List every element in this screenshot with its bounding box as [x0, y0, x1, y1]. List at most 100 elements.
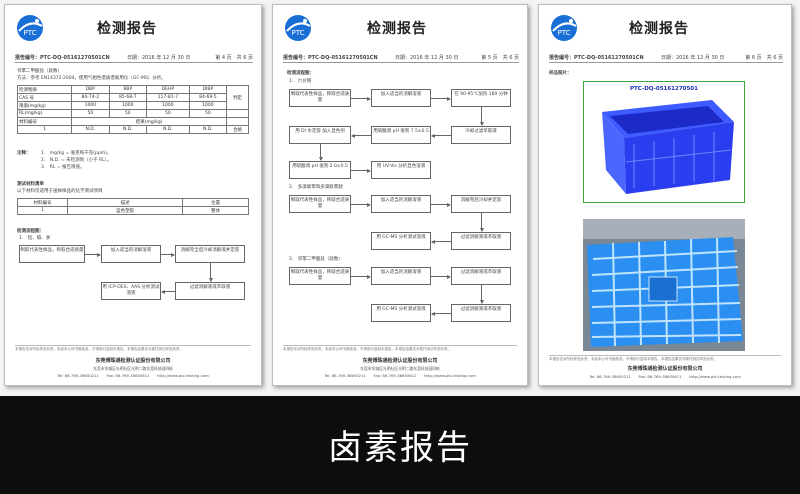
flow-step: 加入适当的消解溶液 — [371, 195, 431, 213]
table-row: 材料编号 描述 位置 — [17, 198, 249, 207]
report-page-2: PTC 检测报告 报告编号：PTC-DQ-05161270501CN 日期：20… — [272, 4, 528, 386]
flow-step: 用 GC-MS 分析测试溶液 — [371, 304, 431, 322]
flow-step: 用 DI 水定容 加入显色剂 — [289, 126, 351, 144]
material-desc: 以下材料仅适用于送样样品的化学测试项目 — [17, 189, 103, 194]
flow-item: 1. 六价铬 — [289, 79, 312, 84]
material-title: 测试材料清单 — [17, 182, 44, 187]
page-number: 第 4 页 共 6 页 — [215, 55, 253, 61]
table-row: 检测物质 DBP BBP DEHP DIBP 判定 — [16, 85, 249, 110]
flow-arrow — [431, 311, 451, 316]
flow-title: 检测流程图： — [287, 71, 314, 76]
page-header: PTC 检测报告 — [5, 5, 261, 51]
table-row: 1 蓝色塑胶 整体 — [17, 206, 249, 215]
report-date: 日期：2016 年 12 月 30 日 — [127, 55, 191, 61]
footer-company: 东莞博珠通检测认证股份有限公司 — [95, 358, 171, 364]
footer-address: 东莞市东城区光明社区光明二路东莞科技园四栋 — [360, 366, 440, 371]
report-page-1: PTC 检测报告 报告编号：PTC-DQ-05161270501CN 日期：20… — [4, 4, 262, 386]
flow-step: 冷却过滤萃取液 — [451, 126, 511, 144]
flow-step: 用 UV-Vis 分析显色溶液 — [371, 161, 431, 179]
sample-photo-pallet — [583, 219, 745, 351]
table-row: 材料编号 结果(mg/kg) — [16, 117, 249, 126]
flow-step: 消解完后冷却并定容 — [451, 195, 511, 213]
report-number: 报告编号：PTC-DQ-05161270501CN — [283, 55, 378, 61]
footer-disclaimer: 本报告仅对所检样品负责。未经本公司书面批准，不得部分复制本报告。本报告结果仅对委… — [15, 345, 251, 352]
sample-photo-label: PTC-DQ-05161270501 — [620, 85, 708, 94]
flow-step: 制取代表性样品，称取合适质量 — [19, 245, 85, 263]
flow-arrow — [208, 263, 213, 282]
company-logo-icon: PTC — [551, 15, 577, 41]
flow-arrow — [479, 285, 484, 304]
banner-title: 卤素报告 — [328, 428, 472, 468]
method-text: 方法：参考 EN14372:2004，使用气相色谱质谱联用仪（GC-MS）分析。 — [17, 76, 166, 81]
svg-text:PTC: PTC — [558, 29, 571, 37]
flow-step: 过滤消解液或萃取液 — [451, 232, 511, 250]
notes-label: 注释： — [17, 151, 31, 156]
note-item: 2. N.D. = 未检测到（小于 RL）。 — [41, 158, 112, 163]
report-meta-row: 报告编号：PTC-DQ-05161270501CN 日期：2016 年 12 月… — [15, 53, 253, 63]
report-title: 检测报告 — [367, 21, 427, 37]
page-header: PTC 检测报告 — [273, 5, 527, 51]
footer-contact: Tel: 86-769-38650211 Fax: 86-769-3865061… — [57, 373, 209, 378]
flow-arrow — [431, 274, 451, 279]
flow-step: 消解完全后冷却消解液并定容 — [175, 245, 245, 263]
flow-step: 过滤消解液或萃取液 — [451, 267, 511, 285]
flow-arrow — [351, 133, 371, 138]
table-row: CAS 号 84-74-2 85-68-7 117-81-7 84-69-5 — [16, 93, 249, 102]
sample-photo-crate: PTC-DQ-05161270501 — [583, 81, 745, 203]
flow-step: 过滤消解液或萃取液 — [175, 282, 245, 300]
flow-arrow — [351, 202, 371, 207]
flow-step: 加入适当的消解溶液 — [371, 89, 431, 107]
plastic-crate-image — [584, 82, 743, 201]
flow-step: 制取代表性样品，称取合适质量 — [289, 195, 351, 213]
footer-contact: Tel: 86-769-38650211 Fax: 86-769-3865061… — [324, 373, 476, 378]
flow-step: 过滤消解液或萃取液 — [451, 304, 511, 322]
table-row: 1 N.D. N.D. N.D. N.D. 合格 — [16, 125, 249, 134]
report-date: 日期：2016 年 12 月 30 日 — [395, 55, 459, 61]
note-item: 1. mg/kg = 毫克每千克(ppm)。 — [41, 151, 112, 156]
report-number: 报告编号：PTC-DQ-05161270501CN — [15, 55, 110, 61]
flow-item: 3. 邻苯二甲酸盐（就数） — [289, 257, 343, 262]
footer-company: 东莞博珠通检测认证股份有限公司 — [362, 358, 438, 364]
material-table: 材料编号 描述 位置 1 蓝色塑胶 整体 — [17, 198, 249, 215]
report-title: 检测报告 — [629, 21, 689, 37]
report-title: 检测报告 — [97, 21, 157, 37]
report-page-3: PTC 检测报告 报告编号：PTC-DQ-05161270501CN 日期：20… — [538, 4, 792, 386]
page-number: 第 5 页 共 6 页 — [481, 55, 519, 61]
flow-arrow — [351, 274, 371, 279]
flow-item: 1. 铅、镉、汞 — [19, 236, 51, 241]
table-row: RL(mg/kg) 50 50 50 50 — [16, 109, 249, 118]
svg-text:PTC: PTC — [24, 29, 37, 37]
photo-section-title: 样品照片： — [549, 71, 572, 76]
table-row: 限值(mg/kg) 1000 1000 1000 1000 — [16, 101, 249, 110]
flow-step: 在 90-95℃加热 180 分钟 — [451, 89, 511, 107]
flow-arrow — [351, 96, 371, 101]
flow-arrow — [479, 213, 484, 232]
report-number: 报告编号：PTC-DQ-05161270501CN — [549, 55, 644, 61]
plastic-pallet-image — [583, 219, 745, 351]
flow-arrow — [161, 252, 175, 257]
flow-arrow — [431, 202, 451, 207]
flow-arrow — [351, 168, 371, 173]
flow-title: 检测流程图： — [17, 229, 44, 234]
flow-arrow — [479, 107, 484, 126]
svg-text:PTC: PTC — [292, 29, 305, 37]
flow-step: 加入适当的消解溶液 — [101, 245, 161, 263]
flow-arrow — [85, 252, 101, 257]
results-table: 检测物质 DBP BBP DEHP DIBP 判定 CAS 号 84-74-2 … — [16, 85, 249, 134]
footer-disclaimer: 本报告仅对所检样品负责。未经本公司书面批准，不得部分复制本报告。本报告结果仅对委… — [283, 345, 517, 352]
company-logo-icon: PTC — [17, 15, 43, 41]
flow-step: 用 ICP-OES、AAS 分析测试溶液 — [101, 282, 161, 300]
flow-step: 制取代表性样品，称取合适质量 — [289, 267, 351, 285]
title-banner: 卤素报告 — [0, 396, 800, 494]
flow-arrow — [318, 144, 323, 161]
report-preview-area: PTC 检测报告 报告编号：PTC-DQ-05161270501CN 日期：20… — [0, 0, 800, 396]
company-logo-icon: PTC — [285, 15, 311, 41]
flow-step: 用硝酸调 pH 值到 7.5±0.5 — [371, 126, 431, 144]
report-date: 日期：2016 年 12 月 30 日 — [661, 55, 725, 61]
flow-arrow — [431, 133, 451, 138]
report-meta-row: 报告编号：PTC-DQ-05161270501CN 日期：2016 年 12 月… — [283, 53, 519, 63]
flow-step: 用硫酸调 pH 值到 2.0±0.5 — [289, 161, 351, 179]
flow-step: 用 GC-MS 分析测试溶液 — [371, 232, 431, 250]
section-title: 邻苯二甲酸盐（就数） — [17, 69, 62, 74]
flow-step: 加入适当的消解溶液 — [371, 267, 431, 285]
